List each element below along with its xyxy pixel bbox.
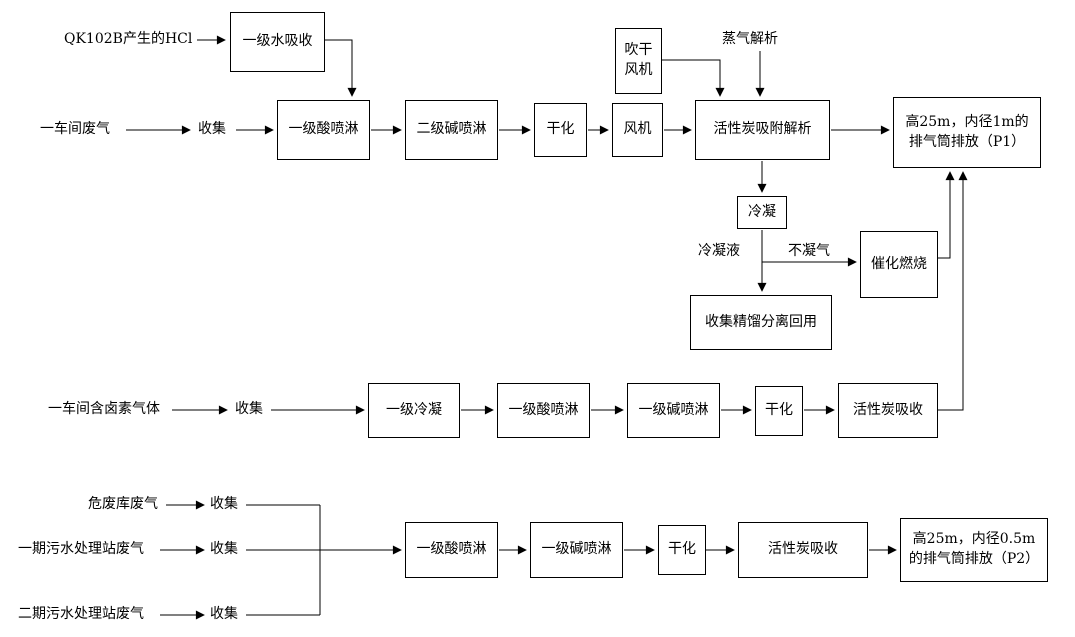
label-f2-collect: 收集: [198, 121, 226, 137]
label-f4-source-sewage1: 一期污水处理站废气: [18, 541, 144, 557]
node-f2-alkali-spray: 二级碱喷淋: [405, 100, 498, 160]
node-f4-acid-spray: 一级酸喷淋: [405, 522, 498, 578]
label-f4-source-sewage2: 二期污水处理站废气: [18, 606, 144, 622]
label-hcl-source: QK102B产生的HCl: [64, 31, 193, 47]
node-catalytic-combustion: 催化燃烧: [860, 231, 938, 298]
node-recovery: 收集精馏分离回用: [690, 295, 832, 350]
node-f2-drying: 干化: [534, 103, 587, 157]
node-blow-dry-fan: 吹干风机: [615, 28, 662, 94]
flow-arrow: [325, 39, 357, 97]
label-f4-collect-sewage1: 收集: [210, 541, 238, 557]
node-f2-fan: 风机: [612, 103, 663, 157]
node-stack-p1: 高25m，内径1m的排气筒排放（P1）: [893, 97, 1041, 168]
label-condensate: 冷凝液: [698, 243, 740, 259]
flow-arrow: [938, 171, 968, 411]
node-stack-p2: 高25m，内径0.5m的排气筒排放（P2）: [900, 518, 1048, 582]
node-f3-carbon-adsorption: 活性炭吸收: [838, 383, 938, 438]
node-f3-alkali-spray: 一级碱喷淋: [627, 383, 720, 438]
node-f4-alkali-spray: 一级碱喷淋: [530, 522, 623, 578]
node-condensation: 冷凝: [737, 196, 787, 229]
node-water-absorption: 一级水吸收: [230, 12, 325, 72]
node-f3-acid-spray: 一级酸喷淋: [497, 383, 590, 438]
label-f4-collect-sewage2: 收集: [210, 606, 238, 622]
node-f3-condensation: 一级冷凝: [368, 383, 460, 438]
node-f3-drying: 干化: [755, 386, 803, 436]
node-carbon-adsorption-desorption: 活性炭吸附解析: [695, 100, 830, 160]
node-f4-drying: 干化: [658, 525, 706, 575]
flow-arrow: [662, 59, 725, 97]
label-f2-source: 一车间废气: [40, 121, 110, 137]
label-f4-source-hazardous: 危废库废气: [88, 496, 158, 512]
label-f3-collect: 收集: [235, 401, 263, 417]
node-f2-acid-spray: 一级酸喷淋: [277, 100, 370, 160]
label-f4-collect-hazardous: 收集: [210, 496, 238, 512]
flow-arrow: [938, 171, 955, 259]
node-f4-carbon-adsorption: 活性炭吸收: [738, 522, 868, 578]
label-f3-source: 一车间含卤素气体: [48, 401, 160, 417]
label-steam-desorption: 蒸气解析: [722, 31, 778, 47]
label-non-condensable: 不凝气: [788, 243, 830, 259]
